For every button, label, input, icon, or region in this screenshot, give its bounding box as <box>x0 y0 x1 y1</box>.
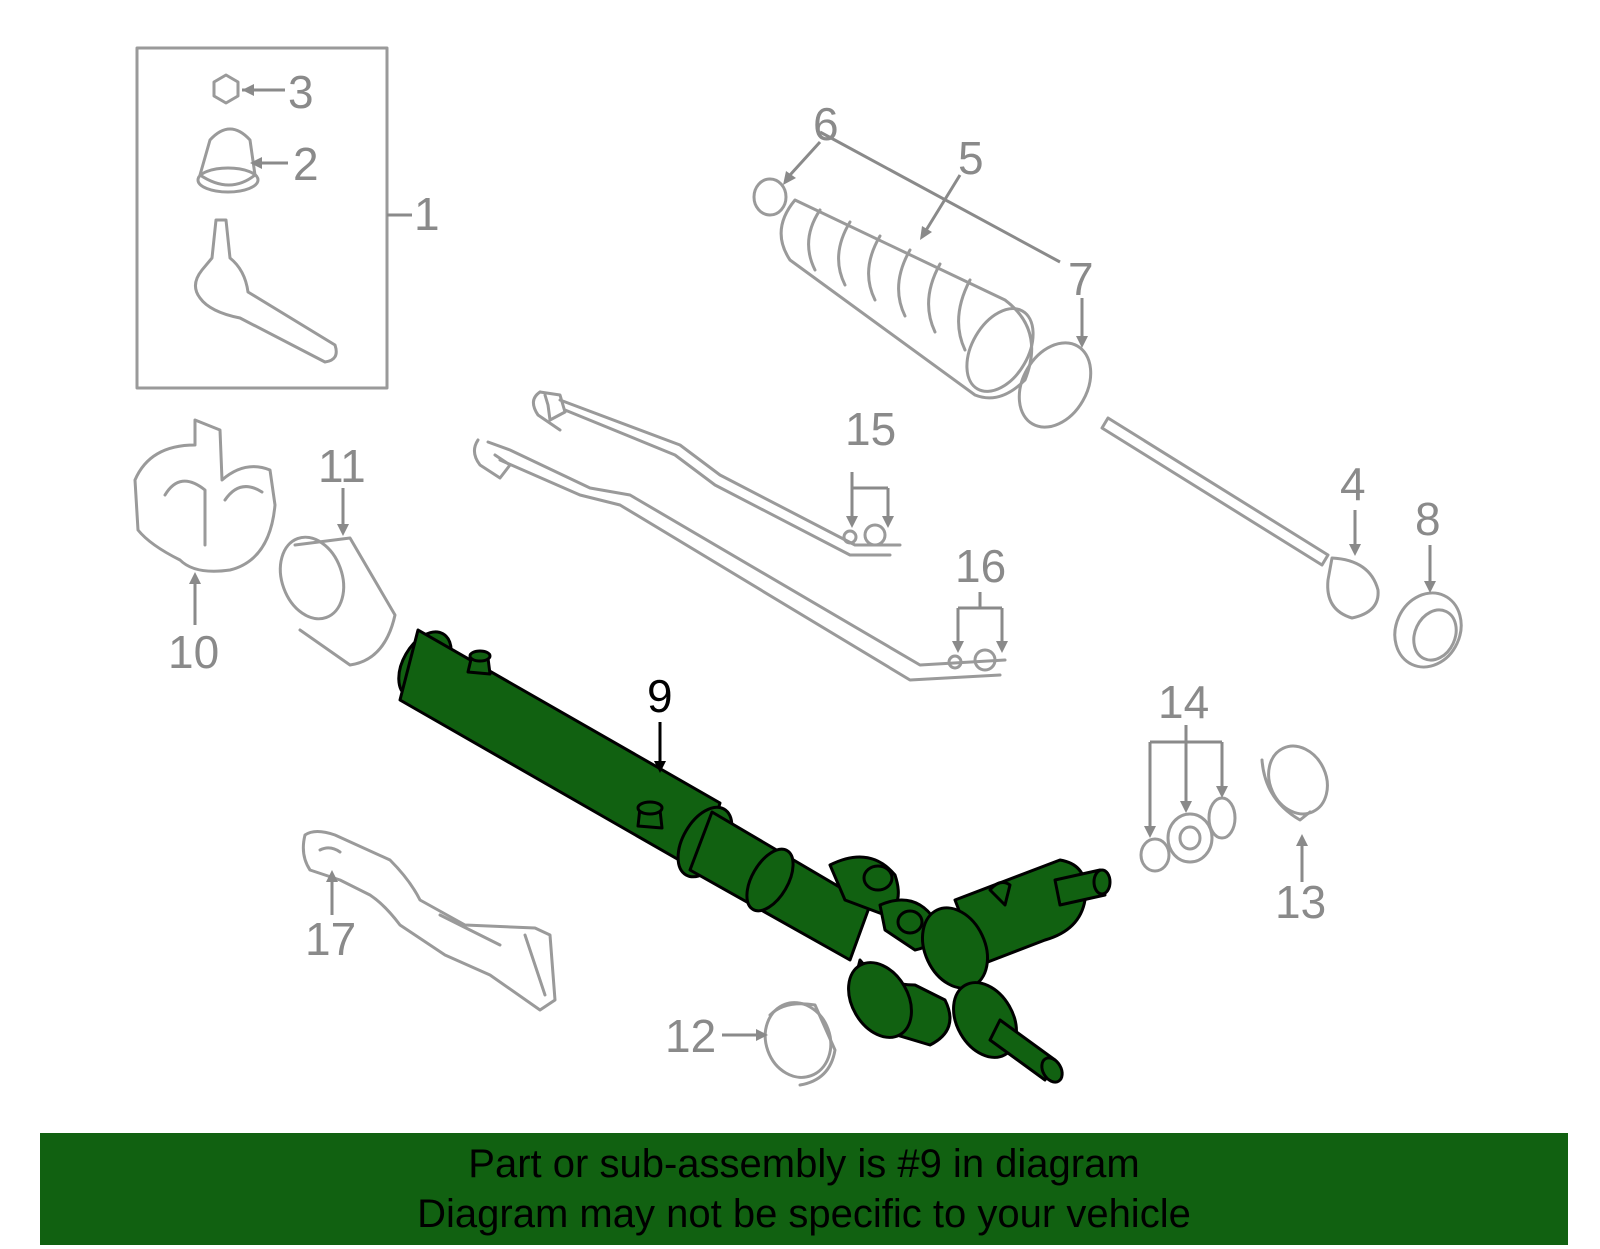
part-group-13 <box>1260 744 1329 882</box>
callout-13: 13 <box>1275 876 1326 928</box>
banner-line-2: Diagram may not be specific to your vehi… <box>417 1192 1191 1236</box>
callout-8: 8 <box>1415 493 1441 545</box>
part-group-10 <box>133 418 277 625</box>
callout-2: 2 <box>293 138 319 190</box>
callout-6: 6 <box>813 98 839 150</box>
callout-11: 11 <box>318 440 366 492</box>
boot-11 <box>278 535 346 621</box>
boot-2 <box>198 127 257 187</box>
parts-diagram: 3 2 1 6 5 7 4 8 10 <box>133 46 1463 1087</box>
callout-12: 12 <box>665 1010 716 1062</box>
callout-16: 16 <box>955 540 1006 592</box>
part-group-16 <box>473 438 1008 682</box>
seal-14b <box>1166 812 1214 864</box>
callout-9: 9 <box>647 670 673 722</box>
bracket-10 <box>133 418 277 573</box>
seal-14c <box>1207 796 1237 840</box>
part-group-15 <box>532 390 902 557</box>
seal-13 <box>1267 744 1329 816</box>
tie-rod-end <box>194 218 338 364</box>
part-group-5 <box>752 130 1093 429</box>
part-group-17 <box>301 830 557 1012</box>
callout-3: 3 <box>288 66 314 118</box>
callout-14: 14 <box>1158 676 1209 728</box>
callout-1: 1 <box>414 188 440 240</box>
heat-shield-17 <box>301 830 557 1012</box>
steering-gear-9 <box>397 628 1112 1084</box>
callout-4: 4 <box>1340 458 1366 510</box>
clamp-7 <box>1017 341 1093 429</box>
callout-10: 10 <box>168 626 219 678</box>
bellows-5 <box>779 198 1034 400</box>
part-group-12 <box>722 1001 837 1087</box>
callout-15: 15 <box>845 403 896 455</box>
inner-tie-rod-4 <box>1100 416 1330 567</box>
boot-12 <box>763 1001 833 1079</box>
part-group-11 <box>278 488 397 667</box>
nut-3 <box>212 73 240 105</box>
line-16 <box>473 438 1002 682</box>
callout-7: 7 <box>1068 253 1094 305</box>
part-group-4 <box>1100 416 1463 669</box>
info-banner: Part or sub-assembly is #9 in diagram Di… <box>40 1133 1568 1245</box>
bushing-8 <box>1393 591 1463 669</box>
clamp-6 <box>752 177 788 217</box>
seal-14a <box>1139 837 1171 873</box>
banner-line-1: Part or sub-assembly is #9 in diagram <box>468 1142 1140 1186</box>
subassembly-box <box>135 46 389 390</box>
callout-5: 5 <box>958 132 984 184</box>
callout-17: 17 <box>305 913 356 965</box>
part-group-14 <box>1139 725 1237 873</box>
part-group-1 <box>135 46 412 390</box>
